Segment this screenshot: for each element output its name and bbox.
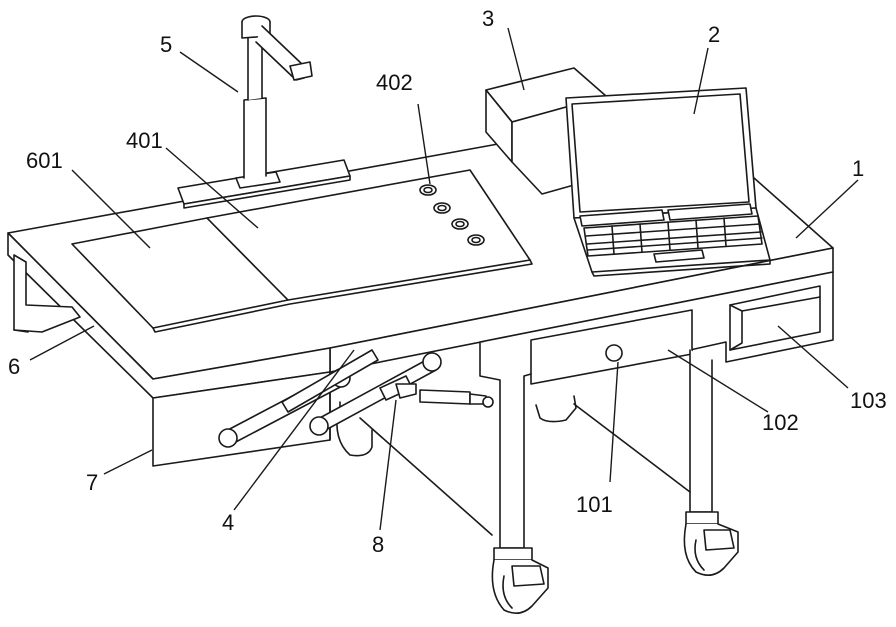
- camera-stand-5: [178, 16, 350, 208]
- label-401: 401: [126, 128, 163, 153]
- brace-left: [360, 418, 492, 535]
- label-3: 3: [482, 6, 494, 31]
- label-7: 7: [86, 470, 98, 495]
- front-center-leg: [480, 342, 531, 548]
- label-5: 5: [160, 32, 172, 57]
- laptop-2: [566, 88, 770, 276]
- rear-right-leg: [536, 396, 576, 422]
- hydraulic-cylinder-8: [380, 376, 493, 407]
- label-102: 102: [762, 410, 799, 435]
- label-4: 4: [222, 510, 234, 535]
- brace-right: [574, 404, 690, 492]
- label-6: 6: [8, 354, 20, 379]
- wheel-front-center: [492, 548, 548, 613]
- label-8: 8: [372, 532, 384, 557]
- label-1: 1: [852, 156, 864, 181]
- label-103: 103: [850, 388, 887, 413]
- front-right-leg: [690, 350, 712, 512]
- drawer-knob-101: [606, 345, 622, 361]
- wheel-front-right: [684, 512, 738, 575]
- label-2: 2: [708, 22, 720, 47]
- label-601: 601: [26, 148, 63, 173]
- label-402: 402: [376, 70, 413, 95]
- label-101: 101: [576, 492, 613, 517]
